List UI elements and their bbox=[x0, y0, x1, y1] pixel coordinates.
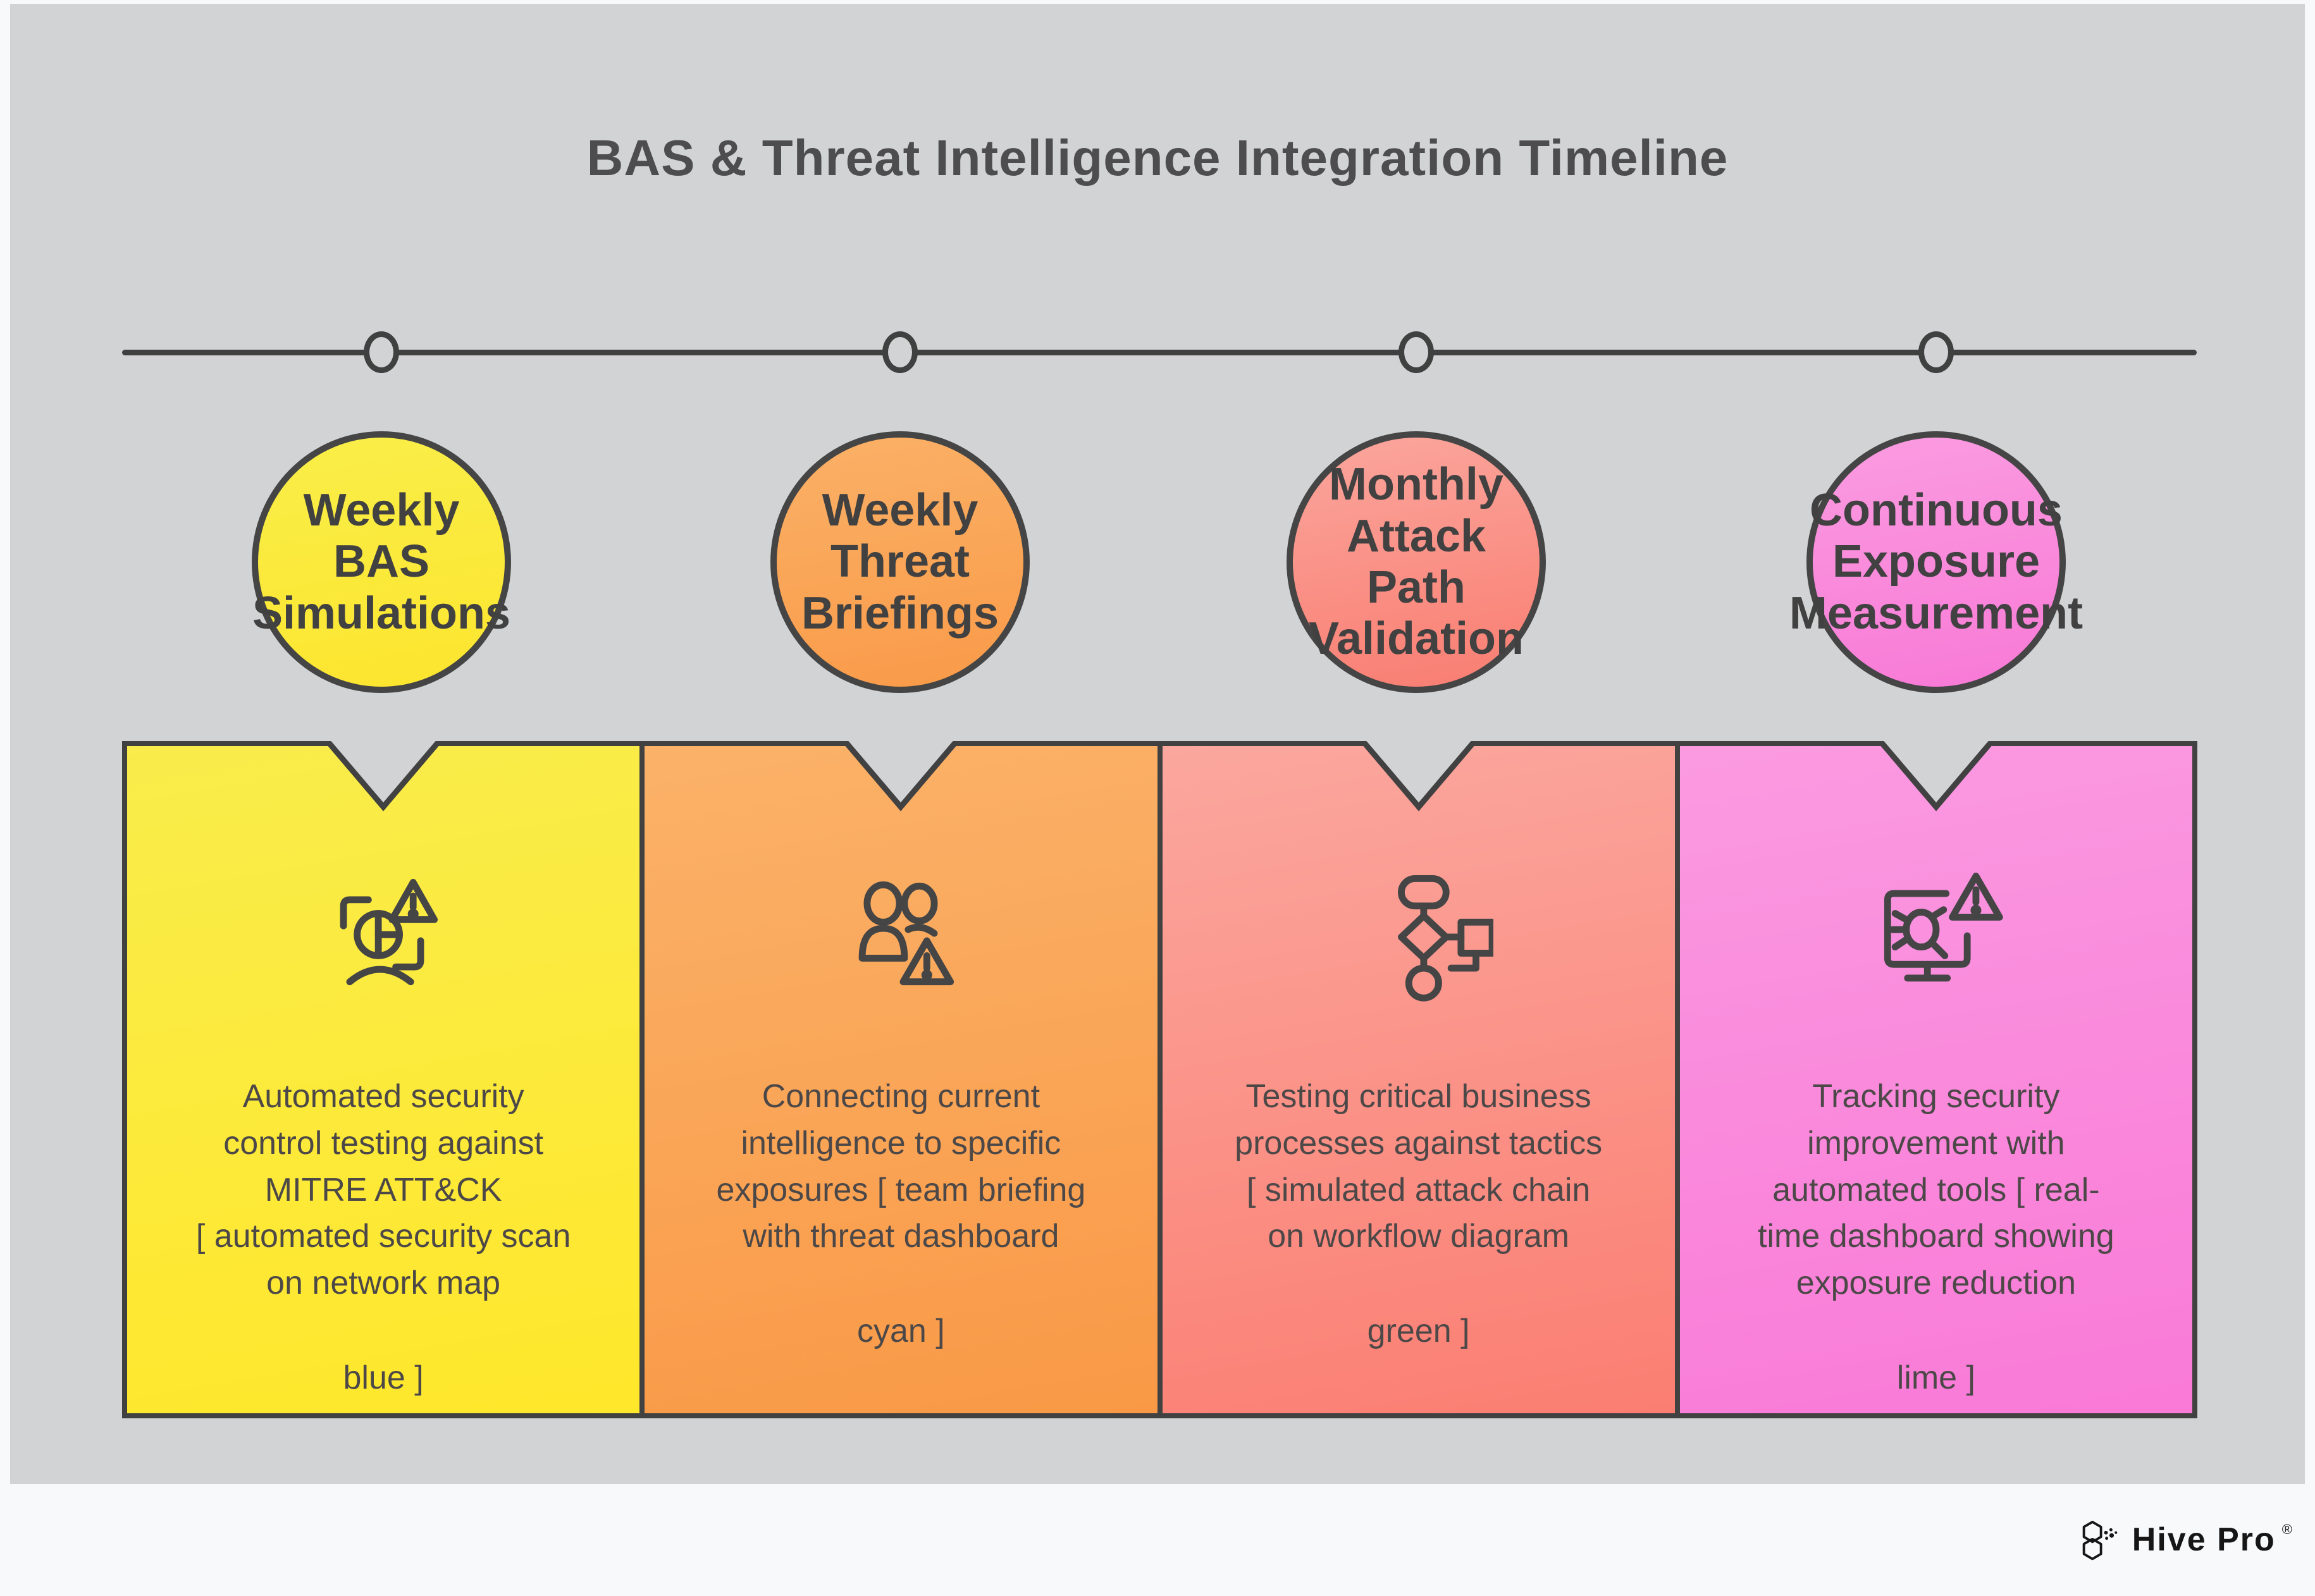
stage-circle-label: Continuous Exposure Measurement bbox=[1789, 484, 2084, 639]
page-title: BAS & Threat Intelligence Integration Ti… bbox=[586, 130, 1729, 186]
security-scan-alert-icon bbox=[309, 859, 458, 1008]
stage-description: Tracking security improvement with autom… bbox=[1758, 1078, 2114, 1302]
stage-card-weekly-threat-briefings: Connecting current intelligence to speci… bbox=[639, 741, 1163, 1418]
stage-description: Connecting current intelligence to speci… bbox=[716, 1078, 1086, 1255]
stage-circle-monthly-attack-path-validation: Monthly Attack Path Validation bbox=[1287, 431, 1546, 693]
brand-name: Hive Pro bbox=[2132, 1521, 2276, 1558]
monitor-bug-alert-icon bbox=[1861, 859, 2011, 1008]
team-alert-icon bbox=[826, 859, 975, 1008]
timeline-marker-1 bbox=[364, 331, 399, 373]
timeline-marker-2 bbox=[882, 331, 918, 373]
stage-circle-label: Weekly BAS Simulations bbox=[252, 484, 511, 639]
stage-description: Automated security control testing again… bbox=[195, 1078, 571, 1302]
stage-description: Testing critical business processes agai… bbox=[1235, 1078, 1603, 1255]
attack-path-flowchart-icon bbox=[1344, 859, 1496, 1008]
stage-color-tag: cyan ] bbox=[857, 1313, 945, 1350]
timeline-marker-4 bbox=[1918, 331, 1954, 373]
stage-circle-label: Weekly Threat Briefings bbox=[801, 484, 999, 639]
stage-cards-row: Automated security control testing again… bbox=[122, 741, 2197, 1418]
stage-circle-weekly-bas-simulations: Weekly BAS Simulations bbox=[252, 431, 511, 693]
timeline-line bbox=[122, 350, 2197, 355]
stage-circle-weekly-threat-briefings: Weekly Threat Briefings bbox=[770, 431, 1030, 693]
infographic-canvas: BAS & Threat Intelligence Integration Ti… bbox=[10, 4, 2305, 1484]
footer: Hive Pro ® bbox=[0, 1484, 2315, 1596]
stage-color-tag: lime ] bbox=[1896, 1360, 1975, 1397]
stage-card-continuous-exposure-measurement: Tracking security improvement with autom… bbox=[1674, 741, 2197, 1418]
stage-circle-label: Monthly Attack Path Validation bbox=[1308, 459, 1524, 665]
stage-circle-continuous-exposure-measurement: Continuous Exposure Measurement bbox=[1789, 431, 2083, 693]
registered-mark: ® bbox=[2281, 1521, 2292, 1537]
stage-color-tag: green ] bbox=[1367, 1313, 1470, 1350]
timeline-marker-3 bbox=[1398, 331, 1434, 373]
brand-logo: Hive Pro ® bbox=[2080, 1516, 2292, 1564]
stage-card-weekly-bas-simulations: Automated security control testing again… bbox=[122, 741, 645, 1418]
hive-pro-hexagon-icon bbox=[2082, 1520, 2118, 1561]
stage-card-monthly-attack-path-validation: Testing critical business processes agai… bbox=[1157, 741, 1680, 1418]
stage-color-tag: blue ] bbox=[343, 1360, 424, 1397]
